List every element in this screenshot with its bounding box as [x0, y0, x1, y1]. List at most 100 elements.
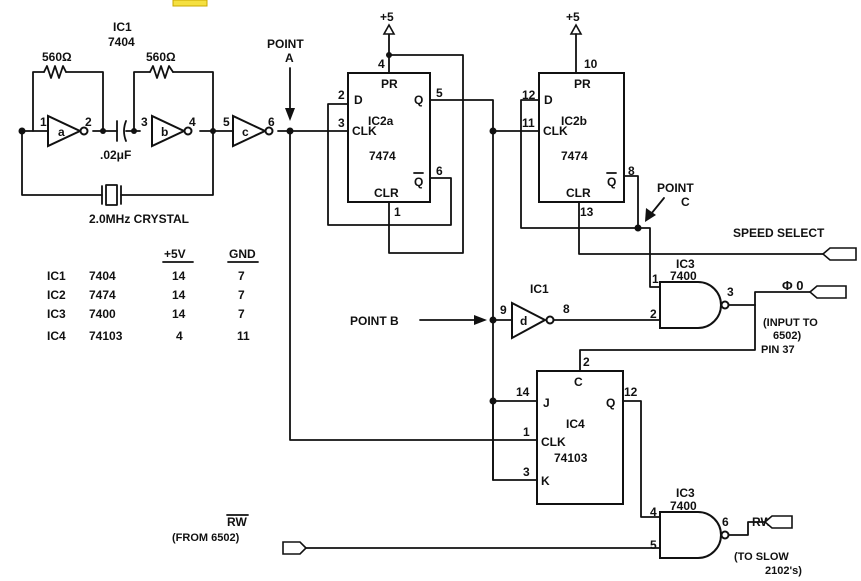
vcc-2-arrow	[569, 23, 583, 35]
point-a-label: POINT	[267, 37, 304, 51]
resistor-1-zigzag	[43, 65, 67, 79]
rw-in-connector	[282, 541, 308, 555]
vcc-1-arrow	[382, 23, 396, 35]
point-c-label: POINT	[657, 181, 694, 195]
inverter-gate-b	[151, 114, 193, 148]
power-table-cell: 11	[237, 329, 250, 343]
power-table-cell: IC3	[47, 307, 66, 321]
ic2b-pin-pr: 10	[584, 57, 598, 71]
nand-gate-ic3b	[659, 511, 730, 559]
power-table-cell: IC2	[47, 288, 66, 302]
ic2a-pin-pr: 4	[378, 57, 385, 71]
ic2a-clr-label: CLR	[374, 186, 399, 200]
ic1-ref-label: IC1	[113, 20, 132, 34]
ic2b-wiring	[492, 33, 824, 288]
junction-dot	[489, 316, 497, 324]
ic3b-part: 7400	[670, 499, 697, 513]
nand-gate-ic3a	[659, 281, 730, 329]
oscillator-wiring	[21, 71, 291, 196]
rw-out-label: RW	[752, 515, 772, 529]
resistor-1-label: 560Ω	[42, 50, 72, 64]
phi0-note-2: 6502)	[773, 330, 801, 342]
ic4-pin-k: 3	[523, 465, 530, 479]
ic4-k-label: K	[541, 474, 550, 488]
power-table-cell: 7	[238, 307, 245, 321]
rw-in-label: RW	[227, 515, 247, 529]
pin-b-out: 4	[189, 115, 196, 129]
power-table-cell: 7400	[89, 307, 116, 321]
junction-dot	[131, 128, 137, 134]
power-table-cell: 14	[172, 288, 186, 302]
speed-select-connector	[821, 247, 857, 261]
ic2a-qbar-label: Q	[414, 175, 423, 189]
ic4-pin-j: 14	[516, 385, 530, 399]
phi0-note-1: (INPUT TO	[763, 317, 818, 329]
ic2b-d-label: D	[544, 93, 553, 107]
power-table-cell: 4	[176, 329, 183, 343]
point-a-letter: A	[285, 51, 294, 65]
ic3a-pin-out: 3	[727, 285, 734, 299]
capacitor-label: .02μF	[100, 148, 131, 162]
ic2b-pin-d: 12	[522, 88, 536, 102]
crystal-label: 2.0MHz CRYSTAL	[89, 212, 189, 226]
ic3b-pin-in2: 5	[650, 538, 657, 552]
ic3a-pin-in1: 1	[652, 272, 659, 286]
power-table-header-vcc: +5V	[164, 247, 186, 261]
ic2a-pin-clr: 1	[394, 205, 401, 219]
ic2a-body	[347, 72, 431, 203]
gate-d-label: d	[520, 314, 527, 328]
ic2b-part: 7474	[561, 149, 588, 163]
power-table-header-gnd: GND	[229, 247, 256, 261]
ic2a-d-label: D	[354, 93, 363, 107]
ic4-clk-label: CLK	[541, 435, 566, 449]
rw-out-connector	[763, 515, 793, 529]
ic4-j-label: J	[543, 396, 550, 410]
ic2a-name: IC2a	[368, 114, 394, 128]
pin-b-in: 3	[141, 115, 148, 129]
junction-dot	[634, 224, 642, 232]
gate-c-label: c	[242, 125, 249, 139]
ic2b-clk-label: CLK	[543, 124, 568, 138]
ic1d-ref: IC1	[530, 282, 549, 296]
ic2b-clr-label: CLR	[566, 186, 591, 200]
ic2b-pin-clk: 11	[522, 116, 535, 130]
ic2b-name: IC2b	[561, 114, 587, 128]
pin-a-out: 2	[85, 115, 92, 129]
ic4-c-label: C	[574, 375, 583, 389]
inverter-gate-c	[232, 114, 274, 148]
resistor-2-label: 560Ω	[146, 50, 176, 64]
ic3a-ref: IC3	[676, 257, 695, 271]
ic3a-part: 7400	[670, 269, 697, 283]
point-b-arrow	[419, 315, 487, 325]
point-c-letter: C	[681, 195, 690, 209]
ic1-part-label: 7404	[108, 35, 135, 49]
ic4-q-label: Q	[606, 396, 615, 410]
ic2b-qbar-label: Q	[607, 175, 616, 189]
ic4-pin-q: 12	[624, 385, 638, 399]
inverter-gate-a	[47, 114, 89, 148]
inverter-gate-d	[511, 301, 555, 340]
ic2a-pin-clk: 3	[338, 116, 345, 130]
junction-dot	[18, 127, 26, 135]
gate-a-label: a	[58, 125, 65, 139]
power-table: +5V GND IC1 7404 14 7 IC2 7474 14 7 IC3 …	[47, 247, 259, 343]
ic2b-body	[538, 72, 625, 203]
pin-a-in: 1	[40, 115, 47, 129]
ic2a-q-label: Q	[414, 93, 423, 107]
point-c-arrow	[645, 197, 665, 222]
junction-dot	[100, 128, 106, 134]
junction-dot	[386, 52, 392, 58]
rw-wiring	[305, 521, 766, 549]
ic2b-pin-clr: 13	[580, 205, 594, 219]
rw-in-note: (FROM 6502)	[172, 532, 240, 544]
power-table-cell: 7	[238, 288, 245, 302]
ic3b-pin-in1: 4	[650, 505, 657, 519]
ic4-pin-clk: 1	[523, 425, 530, 439]
ic2a-pin-qbar: 6	[436, 164, 443, 178]
power-table-cell: 7474	[89, 288, 116, 302]
ic4-part: 74103	[554, 451, 588, 465]
ic4-pin-c: 2	[583, 355, 590, 369]
point-b-label: POINT B	[350, 314, 399, 328]
resistor-2-zigzag	[149, 65, 174, 79]
